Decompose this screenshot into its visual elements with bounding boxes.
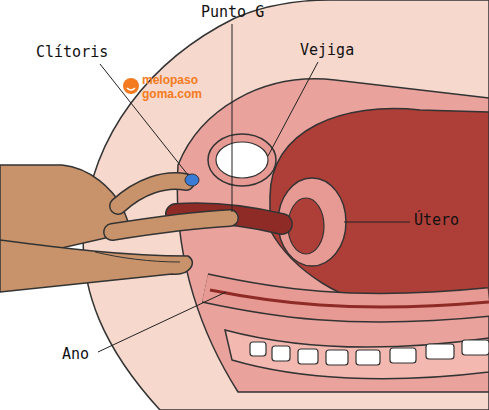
rectum-shape [205,288,489,308]
index-finger [112,218,230,232]
thumb-outline [118,181,186,206]
cervix-inner [288,198,324,254]
thumb [118,181,186,206]
sacrum-band [225,330,489,379]
part-label: Punto G [201,4,264,21]
uterus-shape [270,109,489,312]
watermark: melopaso [142,74,198,87]
part-label: Clítoris [36,44,108,61]
vertebrae [250,340,489,365]
bladder-wall [208,134,276,186]
clitoris-mark [185,174,199,186]
pelvic-tissue [177,79,489,392]
index-finger-outline [112,218,230,232]
logo-smile [127,88,135,90]
logo-face [123,78,139,94]
rectum-outline [205,288,489,308]
part-label: Útero [414,212,459,229]
watermark: goma.com [142,88,202,101]
part-label: Vejiga [300,42,354,59]
finger-crease [95,252,180,262]
body-outline [83,0,489,410]
bladder-shape [216,142,268,178]
part-label: Ano [62,346,89,363]
leader-lines [98,24,410,352]
rectum-lumen [210,290,489,307]
curled-fingers [0,240,192,292]
